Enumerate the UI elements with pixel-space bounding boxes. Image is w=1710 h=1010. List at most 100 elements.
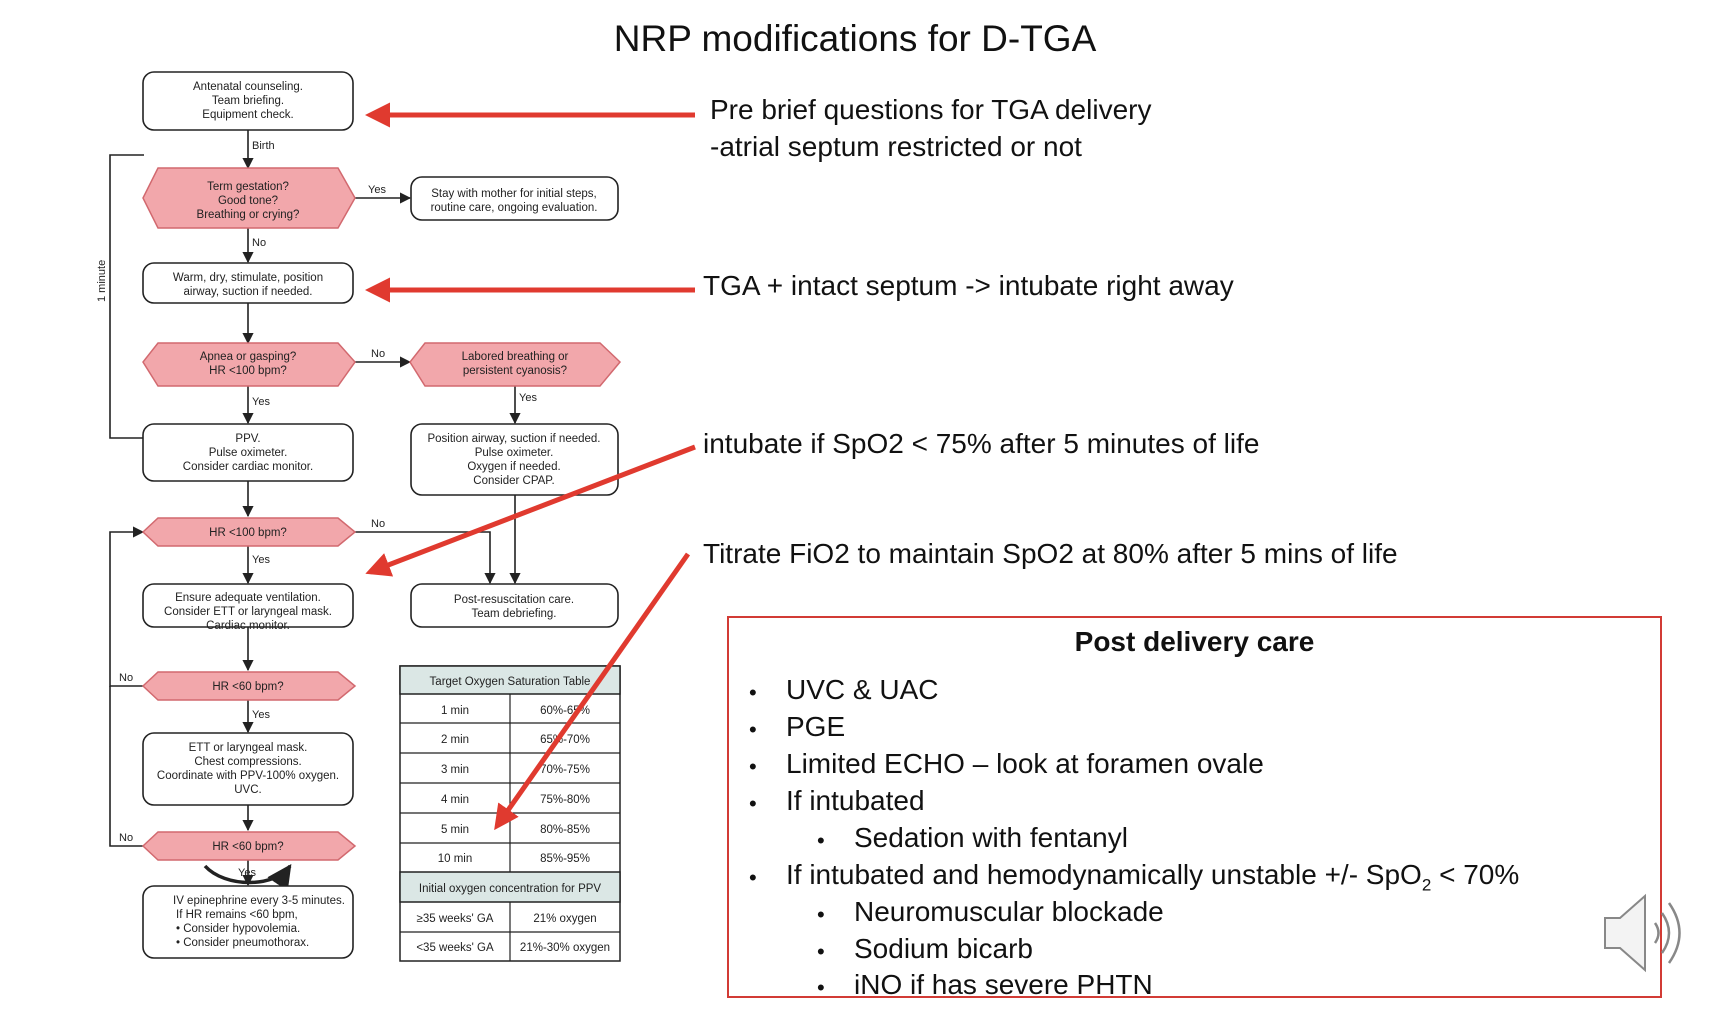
label-no-2: No	[371, 348, 385, 360]
labored-line-1: Labored breathing or	[462, 351, 569, 363]
speaker-icon[interactable]	[1600, 888, 1700, 978]
arrow-titrate	[494, 552, 691, 831]
label-yes-6: Yes	[238, 867, 256, 879]
sat-row-5-value: 80%-85%	[540, 824, 590, 836]
term-line-2: Good tone?	[218, 195, 278, 207]
box-ensure-ventilation	[142, 583, 354, 628]
bullet-dot: •	[817, 902, 825, 927]
bullet-dot: •	[749, 680, 757, 705]
labored-line-2: persistent cyanosis?	[463, 365, 567, 377]
note-titrate: Titrate FiO2 to maintain SpO2 at 80% aft…	[703, 538, 1398, 569]
ga-row-1-label: ≥35 weeks' GA	[417, 913, 494, 925]
bullet-dot: •	[817, 975, 825, 1000]
label-no-3: No	[371, 518, 385, 530]
sat-table-title: Target Oxygen Saturation Table	[430, 676, 591, 688]
hr100-label: HR <100 bpm?	[209, 527, 287, 539]
postresus-line-1: Post-resuscitation care.	[454, 594, 574, 606]
ensure-line-3: Cardiac monitor.	[206, 620, 290, 632]
sat-row-3-value: 70%-75%	[540, 764, 590, 776]
term-line-3: Breathing or crying?	[197, 209, 300, 221]
box-stay-with-mother	[410, 176, 619, 221]
post-delivery-care-box: Post delivery care • UVC & UAC • PGE • L…	[727, 616, 1662, 1000]
apnea-line-2: HR <100 bpm?	[209, 365, 287, 377]
sat-row-4-value: 75%-80%	[540, 794, 590, 806]
post-subitem-ino: iNO if has severe PHTN	[854, 969, 1153, 1000]
warm-line-2: airway, suction if needed.	[184, 286, 313, 298]
decision-term-gestation	[142, 167, 356, 229]
sat-row-5-time: 5 min	[441, 824, 469, 836]
hr60b-label: HR <60 bpm?	[212, 841, 283, 853]
sat-row-6-value: 85%-95%	[540, 853, 590, 865]
decision-apnea-gasping	[142, 342, 356, 387]
label-no-4: No	[119, 672, 133, 684]
note-prebrief-line-1: Pre brief questions for TGA delivery	[710, 94, 1152, 125]
hr60a-label: HR <60 bpm?	[212, 681, 283, 693]
label-yes-4: Yes	[252, 554, 270, 566]
box-ett-compressions	[142, 732, 354, 806]
post-subitem-bicarb: Sodium bicarb	[854, 933, 1033, 964]
post-item-uvc: UVC & UAC	[786, 674, 939, 705]
ppv-line-1: PPV.	[235, 433, 260, 445]
label-yes-5: Yes	[252, 709, 270, 721]
saturation-table: Target Oxygen Saturation Table 1 min 60%…	[399, 665, 621, 962]
box-ppv	[142, 423, 354, 482]
label-no-5: No	[119, 832, 133, 844]
post-care-title: Post delivery care	[1074, 626, 1315, 657]
box-antenatal	[142, 71, 354, 131]
note-prebrief-line-2: -atrial septum restricted or not	[710, 131, 1082, 162]
unstable-text: If intubated and hemodynamically unstabl…	[786, 859, 1422, 890]
postresus-line-2: Team debriefing.	[471, 608, 556, 620]
note-intubate: intubate if SpO2 < 75% after 5 minutes o…	[703, 428, 1260, 459]
box-warm-dry	[142, 262, 354, 304]
ett-line-2: Chest compressions.	[194, 756, 301, 768]
bullet-dot: •	[817, 939, 825, 964]
epi-line-2: If HR remains <60 bpm,	[176, 909, 298, 921]
ppv-line-3: Consider cardiac monitor.	[183, 461, 313, 473]
ett-line-4: UVC.	[234, 784, 261, 796]
position-line-1: Position airway, suction if needed.	[427, 433, 600, 445]
ensure-line-1: Ensure adequate ventilation.	[175, 592, 321, 604]
sat-row-2-value: 65%-70%	[540, 734, 590, 746]
bullet-dot: •	[817, 828, 825, 853]
warm-line-1: Warm, dry, stimulate, position	[173, 272, 323, 284]
post-item-pge: PGE	[786, 711, 846, 742]
antenatal-line-3: Equipment check.	[202, 109, 293, 121]
bullet-dot: •	[749, 791, 757, 816]
slide-title: NRP modifications for D-TGA	[613, 18, 1097, 59]
box-position-airway	[410, 423, 619, 496]
post-item-intubated: If intubated	[786, 785, 925, 816]
post-item-unstable: If intubated and hemodynamically unstabl…	[786, 859, 1519, 896]
decision-hr-under-60-b	[141, 831, 357, 861]
mother-line-2: routine care, ongoing evaluation.	[431, 202, 598, 214]
term-line-1: Term gestation?	[207, 181, 289, 193]
sat-row-6-time: 10 min	[438, 853, 473, 865]
ett-line-1: ETT or laryngeal mask.	[189, 742, 308, 754]
position-line-4: Consider CPAP.	[473, 475, 554, 487]
label-no-1: No	[252, 237, 266, 249]
label-birth: Birth	[252, 140, 275, 152]
epi-line-1: IV epinephrine every 3-5 minutes.	[173, 895, 345, 907]
apnea-line-1: Apnea or gasping?	[200, 351, 297, 363]
decision-hr-under-100	[141, 517, 357, 547]
mother-line-1: Stay with mother for initial steps,	[431, 188, 597, 200]
ensure-line-2: Consider ETT or laryngeal mask.	[164, 606, 332, 618]
ppv-oxygen-subtitle: Initial oxygen concentration for PPV	[419, 883, 602, 895]
position-line-2: Pulse oximeter.	[475, 447, 554, 459]
note-intact-septum: TGA + intact septum -> intubate right aw…	[703, 270, 1234, 301]
sat-row-4-time: 4 min	[441, 794, 469, 806]
label-yes-1: Yes	[368, 184, 386, 196]
box-epinephrine	[142, 885, 354, 959]
ga-row-2-label: <35 weeks' GA	[416, 942, 494, 954]
spo2-subscript: 2	[1421, 875, 1432, 895]
post-item-echo: Limited ECHO – look at foramen ovale	[786, 748, 1264, 779]
sat-row-2-time: 2 min	[441, 734, 469, 746]
post-subitem-sedation: Sedation with fentanyl	[854, 822, 1128, 853]
flow-connectors	[109, 130, 521, 892]
ga-row-1-value: 21% oxygen	[533, 913, 596, 925]
decision-labored-breathing	[409, 342, 622, 387]
bullet-dot: •	[749, 754, 757, 779]
bullet-dot: •	[749, 865, 757, 890]
position-line-3: Oxygen if needed.	[467, 461, 560, 473]
